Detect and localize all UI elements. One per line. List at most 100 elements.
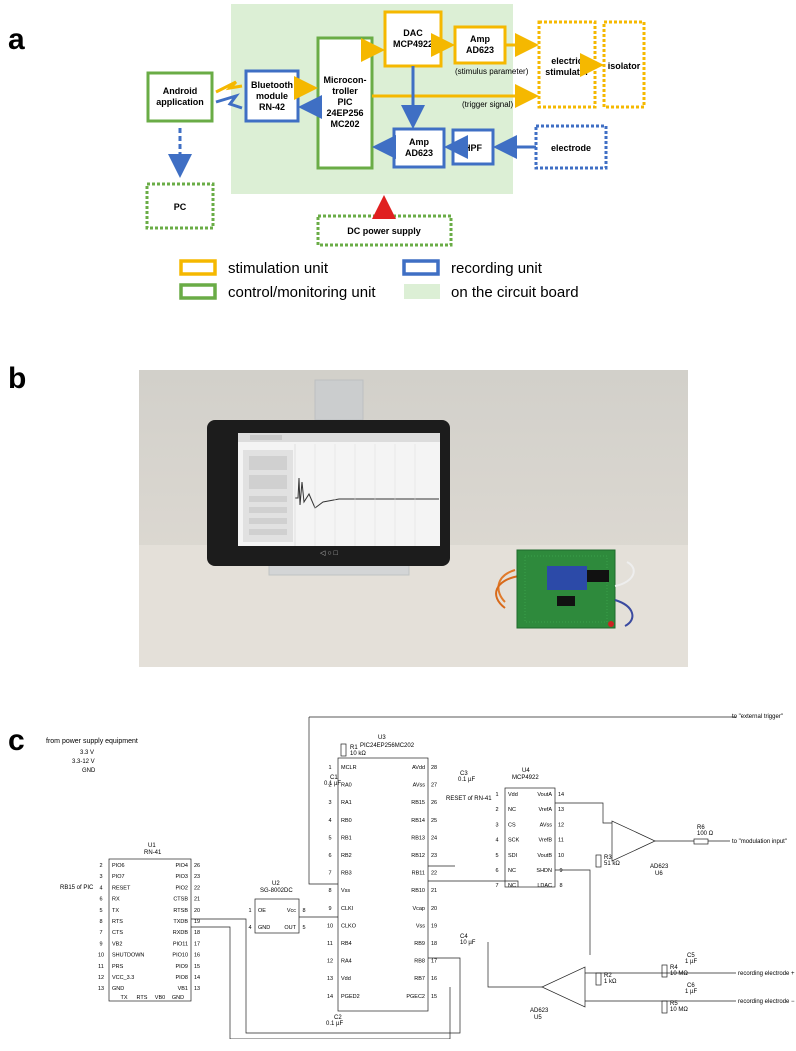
wireless-bolt-blue bbox=[215, 93, 243, 110]
stimulator-box bbox=[537, 20, 597, 109]
rec-minus-label: recording electrode − bbox=[738, 999, 795, 1005]
u2-ref: U2 bbox=[272, 881, 280, 887]
c4-val: 10 µF bbox=[460, 940, 476, 946]
bluetooth-label-3: RN-42 bbox=[259, 102, 285, 112]
u4-pin-name: VoutA bbox=[537, 792, 552, 798]
mcu-label-3: PIC bbox=[337, 97, 353, 107]
u1-pin-name: CTSB bbox=[173, 897, 188, 903]
u3-pin-num: 10 bbox=[327, 923, 333, 929]
c6-val: 1 µF bbox=[685, 989, 697, 995]
u1-pin-num: 21 bbox=[194, 897, 200, 903]
u3-pin-num: 6 bbox=[328, 853, 331, 859]
u4-pin-num: 14 bbox=[558, 792, 564, 798]
u3-pin-name: RA0 bbox=[341, 783, 352, 789]
u3-pin-name: RB0 bbox=[341, 818, 352, 824]
u1-ref: U1 bbox=[148, 843, 156, 849]
u4-ref: U4 bbox=[522, 768, 530, 774]
u1-pin-name: VCC_3.3 bbox=[112, 975, 134, 981]
u3-pin-name: RB15 bbox=[411, 800, 425, 806]
u3-pin-num: 13 bbox=[327, 976, 333, 982]
u4-pin-name: LDAC bbox=[537, 883, 552, 889]
u3-pin-num: 28 bbox=[431, 765, 437, 771]
u3-pin-name: CLKO bbox=[341, 923, 357, 929]
power-gnd: GND bbox=[82, 768, 96, 774]
c5-ref: C5 bbox=[687, 953, 695, 959]
u3-pin-name: RB9 bbox=[414, 941, 425, 947]
u4-pin-num: 12 bbox=[558, 822, 564, 828]
u3-pin-name: RB12 bbox=[411, 853, 425, 859]
u4-pin-name: SDI bbox=[508, 853, 518, 859]
pc-box bbox=[145, 182, 215, 230]
c6-ref: C6 bbox=[687, 983, 695, 989]
bluetooth-label-2: module bbox=[256, 91, 288, 101]
u3-pin-num: 5 bbox=[328, 835, 331, 841]
mcu-label-5: MC202 bbox=[330, 119, 359, 129]
u1-pin-num: 7 bbox=[99, 930, 102, 936]
u3-pin-name: AVdd bbox=[412, 765, 425, 771]
mcu-label-1: Microcon- bbox=[323, 75, 366, 85]
u1-pin-name: PRS bbox=[112, 964, 124, 970]
block-diagram: Android application Bluetooth module RN-… bbox=[145, 4, 646, 301]
u1-pin-num: 19 bbox=[194, 919, 200, 925]
r3-ref: R3 bbox=[604, 855, 612, 861]
u1-pin-name: RTS bbox=[112, 919, 123, 925]
android-label-2: application bbox=[156, 97, 204, 107]
circuit-board-photo bbox=[495, 549, 635, 629]
c1-val: 0.1 µF bbox=[324, 781, 341, 787]
u1-pin-name: RX bbox=[112, 897, 120, 903]
u1-pin-num: 2 bbox=[99, 863, 102, 869]
u5-part: AD623 bbox=[530, 1008, 549, 1014]
u4-pin-name: VrefB bbox=[538, 838, 552, 844]
dac-label-2: MCP4922 bbox=[393, 39, 433, 49]
u3-pin-num: 15 bbox=[431, 994, 437, 1000]
u2-pin-num: 5 bbox=[302, 925, 305, 931]
photo-drawing: ◁ ○ □ bbox=[139, 370, 688, 667]
u3-pin-name: PGED2 bbox=[341, 994, 360, 1000]
r5-val: 10 MΩ bbox=[670, 1007, 688, 1013]
u3-pin-name: Vdd bbox=[341, 976, 351, 982]
amp-bottom-box bbox=[392, 127, 446, 169]
u1-pin-num: 14 bbox=[194, 975, 200, 981]
u3-pin-num: 8 bbox=[328, 888, 331, 894]
amp-bottom-label-1: Amp bbox=[409, 137, 430, 147]
u3-pin-name: RB1 bbox=[341, 835, 352, 841]
electrode-label: electrode bbox=[551, 143, 591, 153]
u4-pin-name: Vdd bbox=[508, 792, 518, 798]
u3-pin-name: RB8 bbox=[414, 959, 425, 965]
u3-pin-num: 18 bbox=[431, 941, 437, 947]
u3-pin-num: 11 bbox=[327, 941, 333, 947]
u1-pin-name: PIO8 bbox=[175, 975, 188, 981]
u1-pin-num: 5 bbox=[99, 908, 102, 914]
u3-pin-name: RB4 bbox=[341, 941, 352, 947]
u3-pin-name: CLKI bbox=[341, 906, 354, 912]
u3-pin-name: RA1 bbox=[341, 800, 352, 806]
ext-trigger-label: to "external trigger" bbox=[732, 714, 783, 720]
u1-pin-name: VB1 bbox=[178, 986, 188, 992]
u2-pin-name: Vcc bbox=[287, 908, 296, 914]
u3-pin-name: Vss bbox=[341, 888, 350, 894]
u5-ref: U5 bbox=[534, 1015, 542, 1021]
u1-pin-name: PIO2 bbox=[175, 885, 188, 891]
u2-pin-name: OE bbox=[258, 908, 266, 914]
dac-label-1: DAC bbox=[403, 28, 423, 38]
u3-pin-num: 21 bbox=[431, 888, 437, 894]
reset-label: RESET of RN-41 bbox=[446, 796, 492, 802]
u1-pin-name: RESET bbox=[112, 885, 131, 891]
u3-pin-num: 25 bbox=[431, 818, 437, 824]
u4-pin-name: NC bbox=[508, 868, 516, 874]
stimulator-label-1: electric bbox=[551, 56, 583, 66]
stand-back bbox=[314, 379, 364, 421]
u1-bottom-pin: RTS bbox=[137, 995, 148, 1001]
legend-board-swatch bbox=[404, 284, 440, 299]
u3-pin-num: 26 bbox=[431, 800, 437, 806]
r3-val: 51 kΩ bbox=[604, 861, 620, 867]
u3-pin-num: 22 bbox=[431, 871, 437, 877]
tablet-nav-icons: ◁ ○ □ bbox=[320, 550, 339, 557]
u3-pin-name: PGEC2 bbox=[406, 994, 425, 1000]
tablet-waveform bbox=[295, 477, 439, 509]
u1-pin-name: PIO3 bbox=[175, 874, 188, 880]
dc-supply-label: DC power supply bbox=[347, 226, 421, 236]
u4-pin-num: 10 bbox=[558, 853, 564, 859]
u1-pin-name: TXDB bbox=[173, 919, 188, 925]
c3-val: 0.1 µF bbox=[458, 777, 475, 783]
